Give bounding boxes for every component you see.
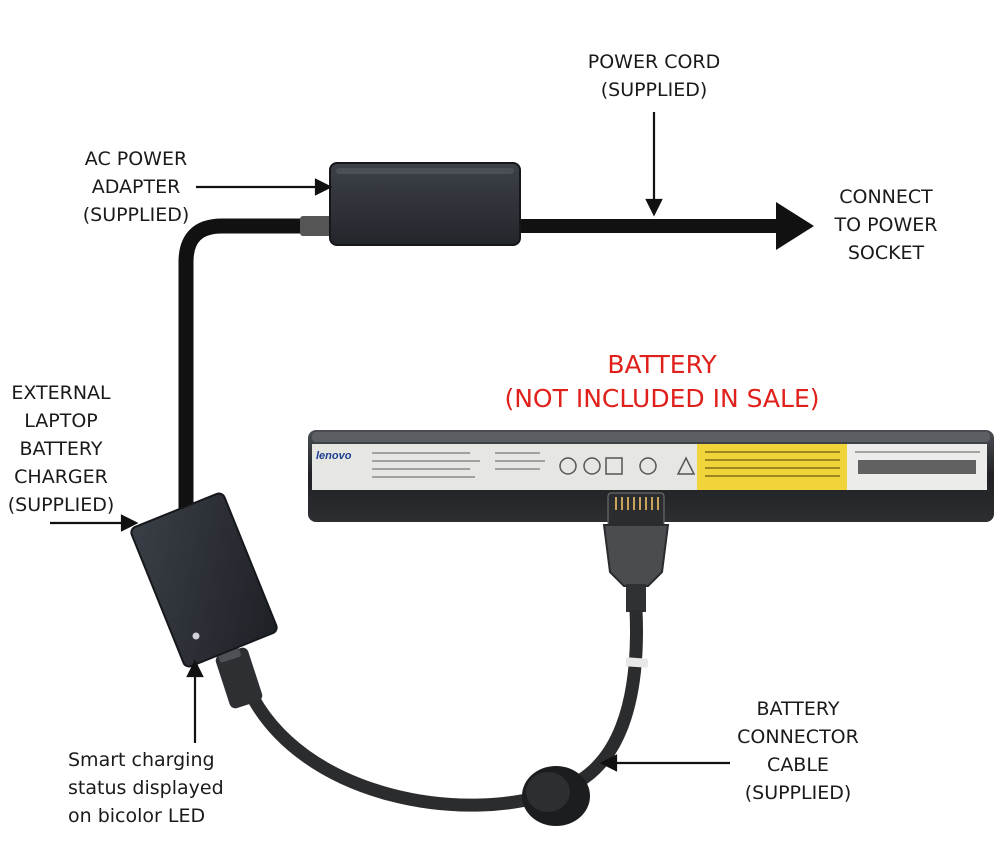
charger-plug — [215, 647, 263, 709]
label-line: status displayed — [68, 777, 224, 799]
ferrite-core-edge — [526, 772, 570, 812]
label-line: CABLE — [767, 754, 829, 776]
label-line: (SUPPLIED) — [600, 79, 708, 101]
arrow-icon — [776, 202, 814, 250]
label-line: (SUPPLIED) — [7, 494, 115, 516]
connector-plug — [602, 524, 670, 587]
cable-band — [625, 657, 649, 668]
battery-sticker-yellow — [697, 444, 847, 490]
battery-barcode — [858, 460, 976, 474]
label-line: Smart charging — [68, 749, 215, 771]
external-charger-body — [130, 492, 278, 668]
label-battery: BATTERY (NOT INCLUDED IN SALE) — [492, 348, 832, 416]
label-connector-cable: BATTERY CONNECTOR CABLE (SUPPLIED) — [722, 695, 874, 807]
strain-relief — [300, 216, 332, 236]
label-line: ADAPTER — [91, 176, 181, 198]
label-line: EXTERNAL — [11, 382, 111, 404]
label-line: (NOT INCLUDED IN SALE) — [504, 384, 820, 413]
ac-adapter-body — [329, 162, 521, 246]
connector-neck — [626, 584, 646, 612]
led-icon — [192, 632, 200, 640]
connector-pins — [615, 497, 659, 510]
label-line: SOCKET — [847, 242, 925, 264]
label-connect-socket: CONNECT TO POWER SOCKET — [818, 183, 954, 267]
label-line: LAPTOP — [24, 410, 98, 432]
battery-brand-text: lenovo — [316, 450, 352, 462]
label-line: BATTERY — [607, 350, 717, 379]
label-ac-adapter: AC POWER ADAPTER (SUPPLIED) — [66, 145, 206, 229]
label-charger: EXTERNAL LAPTOP BATTERY CHARGER (SUPPLIE… — [0, 379, 122, 519]
battery-sticker-white — [312, 444, 697, 490]
label-line: BATTERY — [756, 698, 840, 720]
battery-fine-print — [372, 451, 980, 478]
label-line: on bicolor LED — [68, 805, 206, 827]
ac-adapter-highlight — [336, 168, 514, 174]
battery-cert-symbols — [559, 456, 696, 475]
label-line: CONNECTOR — [737, 726, 859, 748]
label-power-cord: POWER CORD (SUPPLIED) — [566, 48, 742, 104]
label-line: POWER CORD — [587, 51, 721, 73]
battery-top-ridge — [312, 432, 990, 442]
label-line: CONNECT — [839, 186, 933, 208]
label-line: AC POWER — [84, 148, 188, 170]
label-arrows — [50, 112, 730, 772]
label-line: (SUPPLIED) — [82, 204, 190, 226]
label-line: CHARGER — [14, 466, 108, 488]
dc-cord — [178, 218, 318, 523]
label-line: (SUPPLIED) — [744, 782, 852, 804]
label-line: TO POWER — [834, 214, 938, 236]
label-line: BATTERY — [19, 438, 103, 460]
label-led-status: Smart charging status displayed on bicol… — [68, 746, 238, 830]
